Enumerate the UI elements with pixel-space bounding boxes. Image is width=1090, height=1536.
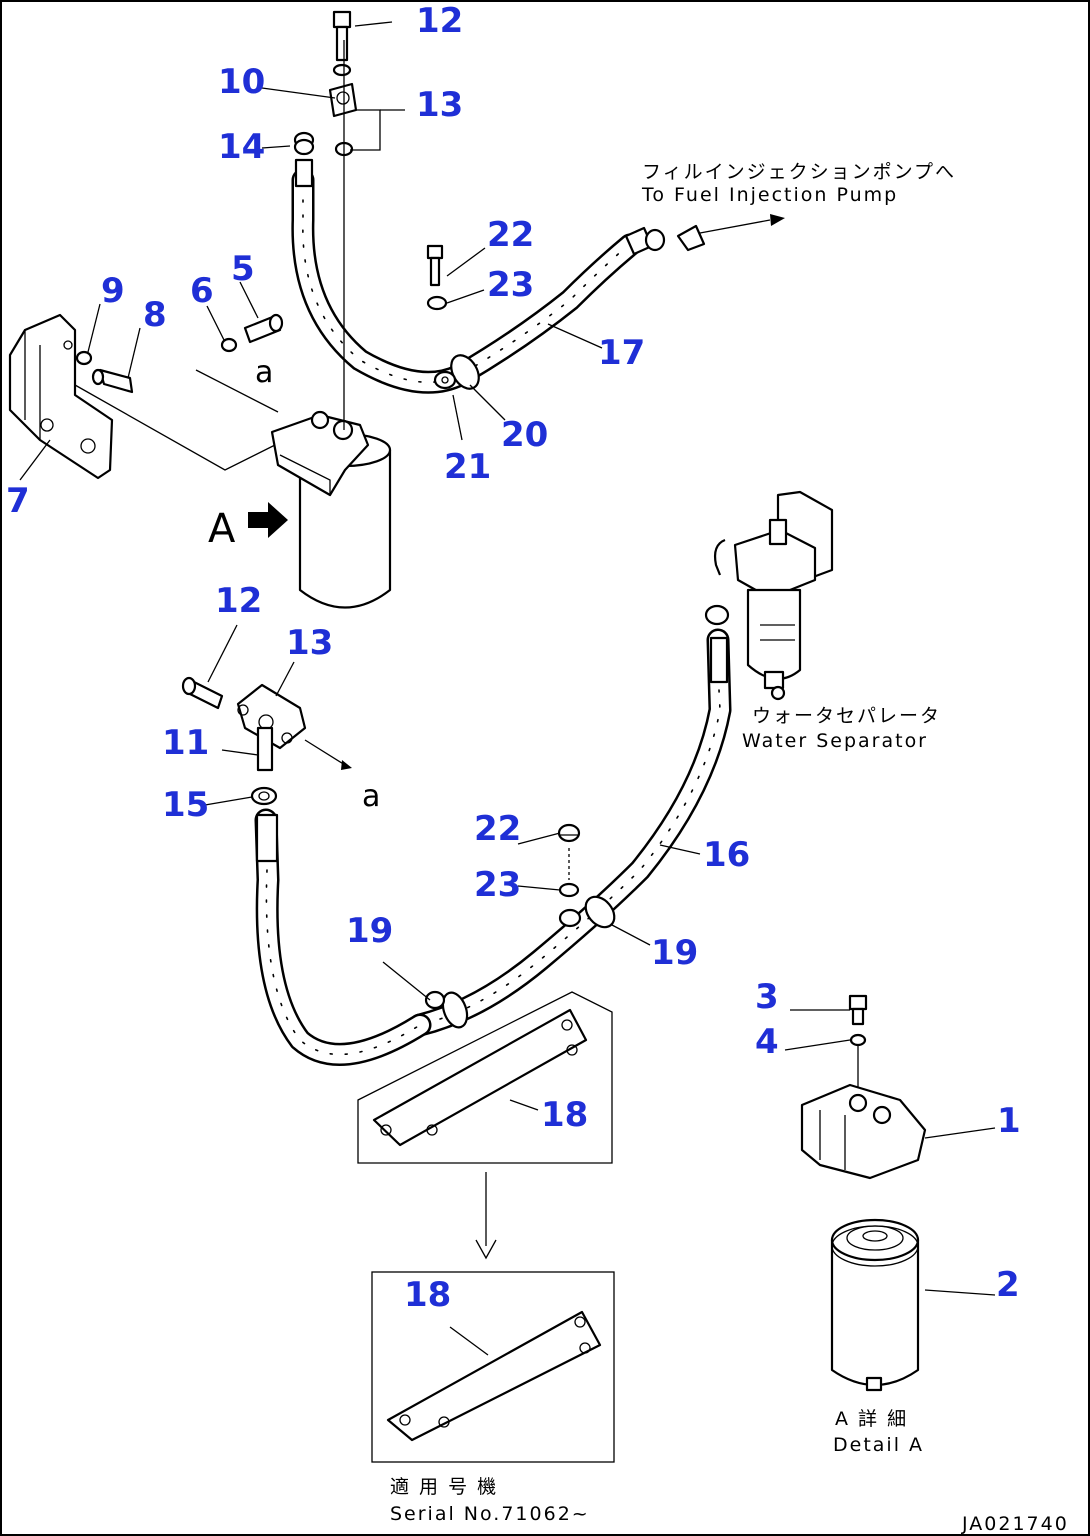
callout-23: 23: [487, 265, 534, 305]
callout-9: 9: [101, 271, 125, 311]
drawing-number: JA021740: [961, 1513, 1069, 1535]
detail-box-18-lower: [371, 1271, 615, 1463]
water-separator: [704, 490, 834, 701]
hose-lower: [254, 808, 432, 1066]
fitting-11: [256, 726, 274, 772]
to-pump-jp-label: フィルインジェクションポンプへ: [642, 161, 956, 183]
callout-22-lower: 22: [474, 809, 521, 849]
filter-head-1: [800, 1083, 927, 1180]
leader-lines: [19, 21, 996, 1356]
separator-jp-label: ウォータセパレータ: [752, 705, 941, 727]
ref-a-lower: a: [362, 779, 380, 814]
callout-6: 6: [190, 271, 214, 311]
serial-jp-label: 適 用 号 機: [390, 1476, 498, 1498]
bracket-7: [8, 313, 114, 480]
bolt-22-upper: [426, 244, 444, 287]
callout-23-lower: 23: [474, 865, 521, 905]
callout-13-lower: 13: [286, 623, 333, 663]
washer-6: [220, 337, 238, 353]
bolt-3: [848, 994, 868, 1026]
callout-21: 21: [444, 447, 491, 487]
callout-18: 18: [541, 1095, 588, 1135]
callout-19-right: 19: [651, 933, 698, 973]
separator-en-label: Water Separator: [742, 730, 928, 752]
clip-19-left: [424, 990, 469, 1029]
bolt-12-lower: [181, 676, 224, 710]
callout-10: 10: [218, 62, 265, 102]
detail-en-label: Detail A: [833, 1434, 924, 1456]
callout-17: 17: [598, 333, 645, 373]
callout-18-lower: 18: [404, 1275, 451, 1315]
callout-7: 7: [6, 481, 30, 521]
callout-numbers: 12 10 13 14 22 23 9 8 6 5 17 20 21 7 12 …: [6, 1, 1021, 1315]
callout-20: 20: [501, 415, 548, 455]
callout-12-lower: 12: [215, 581, 262, 621]
serial-en-label: Serial No.71062~: [390, 1503, 590, 1525]
callout-12: 12: [416, 1, 463, 41]
callout-5: 5: [231, 249, 255, 289]
clip-20: [433, 354, 480, 390]
hose-16-end-fitting: [709, 636, 729, 684]
callout-2: 2: [996, 1265, 1020, 1305]
banjo-10: [328, 82, 358, 118]
arrow-to-pump: [676, 214, 785, 252]
bolt-12-top: [332, 10, 352, 62]
nut-15: [250, 786, 278, 806]
to-pump-en-label: To Fuel Injection Pump: [641, 184, 898, 206]
detail-jp-label: A 詳 細: [835, 1408, 908, 1430]
callout-11: 11: [162, 723, 209, 763]
hose-17-end-fitting: [294, 158, 314, 188]
clip-19-right: [558, 895, 616, 929]
washer-9: [75, 350, 93, 366]
callout-14: 14: [218, 127, 265, 167]
callout-3: 3: [755, 977, 779, 1017]
callout-4: 4: [755, 1022, 779, 1062]
detail-box-18-upper: [357, 991, 613, 1164]
bolt-8: [91, 368, 134, 394]
washer-top: [332, 63, 352, 77]
view-letter-a: A: [208, 506, 236, 552]
bolt-5: [243, 313, 284, 344]
callout-15: 15: [162, 785, 209, 825]
filter-cartridge-2: [830, 1218, 920, 1392]
washer-4: [849, 1033, 867, 1047]
nut-14: [293, 131, 315, 156]
hose-lower-end-fitting: [255, 813, 279, 863]
bolt-22-lower: [557, 823, 581, 843]
washer-23-lower: [558, 882, 580, 898]
callout-19: 19: [346, 911, 393, 951]
view-arrow-a: [248, 502, 288, 538]
fuel-filter-upper: [270, 410, 392, 609]
hose-17-nut: [644, 228, 666, 252]
annotations: フィルインジェクションポンプへ To Fuel Injection Pump ウ…: [208, 161, 1069, 1535]
callout-16: 16: [703, 835, 750, 875]
callout-1: 1: [997, 1101, 1021, 1141]
washer-23-upper: [426, 295, 448, 311]
callout-13: 13: [416, 85, 463, 125]
ref-a-upper: a: [255, 355, 273, 390]
callout-8: 8: [143, 295, 167, 335]
callout-22: 22: [487, 215, 534, 255]
